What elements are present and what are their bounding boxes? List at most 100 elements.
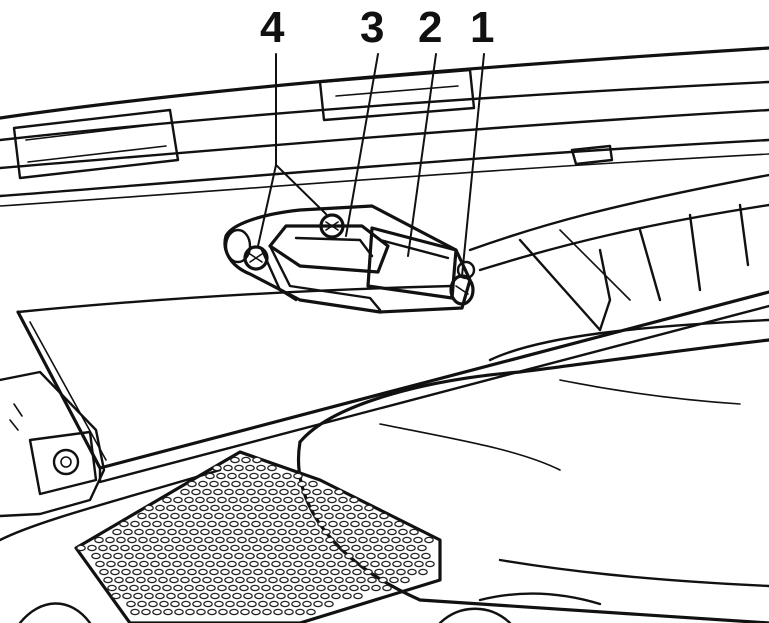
vent-hole	[221, 504, 231, 512]
vent-hole	[251, 520, 261, 528]
vent-hole	[296, 544, 306, 552]
vent-hole	[271, 560, 281, 568]
vent-hole	[321, 528, 331, 536]
vent-hole	[396, 568, 406, 576]
vent-hole	[194, 560, 204, 568]
vent-hole	[163, 520, 173, 528]
vent-hole	[254, 504, 264, 512]
vent-hole	[236, 512, 246, 520]
vent-hole	[283, 496, 293, 504]
vent-hole	[331, 504, 341, 512]
vent-hole	[291, 512, 301, 520]
vent-grille	[18, 450, 512, 623]
vent-hole	[354, 528, 364, 536]
vent-hole	[267, 464, 277, 472]
vent-hole	[281, 536, 291, 544]
vent-hole	[124, 552, 134, 560]
vent-hole	[271, 472, 281, 480]
vent-hole	[107, 584, 117, 592]
vent-hole	[319, 568, 329, 576]
vent-hole	[247, 600, 257, 608]
vent-hole	[312, 576, 322, 584]
vent-hole	[197, 544, 207, 552]
vent-hole	[295, 520, 305, 528]
vent-hole	[177, 504, 187, 512]
vent-hole	[175, 544, 185, 552]
vent-hole	[128, 560, 138, 568]
vent-hole	[413, 536, 423, 544]
vent-hole	[181, 512, 191, 520]
vent-hole	[260, 472, 270, 480]
vent-hole	[103, 576, 113, 584]
vent-hole	[195, 496, 205, 504]
vent-hole	[385, 568, 395, 576]
vent-hole	[172, 560, 182, 568]
vent-hole	[258, 600, 268, 608]
vent-hole	[213, 488, 223, 496]
vent-hole	[138, 536, 148, 544]
vent-hole	[238, 472, 248, 480]
vent-hole	[256, 464, 266, 472]
vent-hole	[251, 608, 261, 616]
vent-hole	[337, 560, 347, 568]
cover-panel	[16, 284, 769, 484]
vent-hole	[186, 544, 196, 552]
vent-hole	[240, 608, 250, 616]
vent-hole	[214, 512, 224, 520]
vent-hole	[201, 552, 211, 560]
vent-hole	[150, 560, 160, 568]
vent-hole	[256, 552, 266, 560]
vent-hole	[199, 592, 209, 600]
vent-hole	[188, 504, 198, 512]
vent-hole	[329, 544, 339, 552]
vent-hole	[139, 560, 149, 568]
vent-hole	[192, 600, 202, 608]
vent-hole	[318, 544, 328, 552]
left-hinge	[0, 370, 222, 542]
vent-hole	[336, 536, 346, 544]
vent-hole	[394, 520, 404, 528]
vent-hole	[99, 568, 109, 576]
vent-hole	[152, 520, 162, 528]
vent-hole	[242, 480, 252, 488]
vent-hole	[193, 536, 203, 544]
vent-hole	[290, 488, 300, 496]
vent-hole	[183, 560, 193, 568]
vent-hole	[306, 520, 316, 528]
vent-hole	[250, 584, 260, 592]
vent-hole	[132, 568, 142, 576]
vent-hole	[425, 560, 435, 568]
vent-hole	[111, 592, 121, 600]
vent-hole	[125, 576, 135, 584]
vent-hole	[374, 568, 384, 576]
vent-hole	[189, 528, 199, 536]
vent-hole	[180, 576, 190, 584]
vent-hole	[342, 592, 352, 600]
vent-hole	[235, 488, 245, 496]
vent-hole	[301, 488, 311, 496]
vent-holes	[76, 456, 435, 616]
vent-hole	[164, 544, 174, 552]
vent-hole	[153, 544, 163, 552]
vent-hole	[217, 496, 227, 504]
vent-hole	[280, 512, 290, 520]
vent-hole	[227, 560, 237, 568]
vent-hole	[199, 504, 209, 512]
right-frame	[468, 173, 769, 332]
vent-hole	[203, 512, 213, 520]
vent-hole	[323, 576, 333, 584]
vent-hole	[106, 560, 116, 568]
vent-hole	[293, 560, 303, 568]
vent-hole	[373, 544, 383, 552]
vent-hole	[313, 600, 323, 608]
vent-hole	[350, 520, 360, 528]
vent-hole	[274, 544, 284, 552]
vent-hole	[223, 552, 233, 560]
vent-hole	[134, 528, 144, 536]
vent-hole	[170, 512, 180, 520]
vent-hole	[212, 464, 222, 472]
vent-hole	[418, 568, 428, 576]
vent-hole	[285, 544, 295, 552]
vent-hole	[161, 560, 171, 568]
vent-hole	[236, 600, 246, 608]
